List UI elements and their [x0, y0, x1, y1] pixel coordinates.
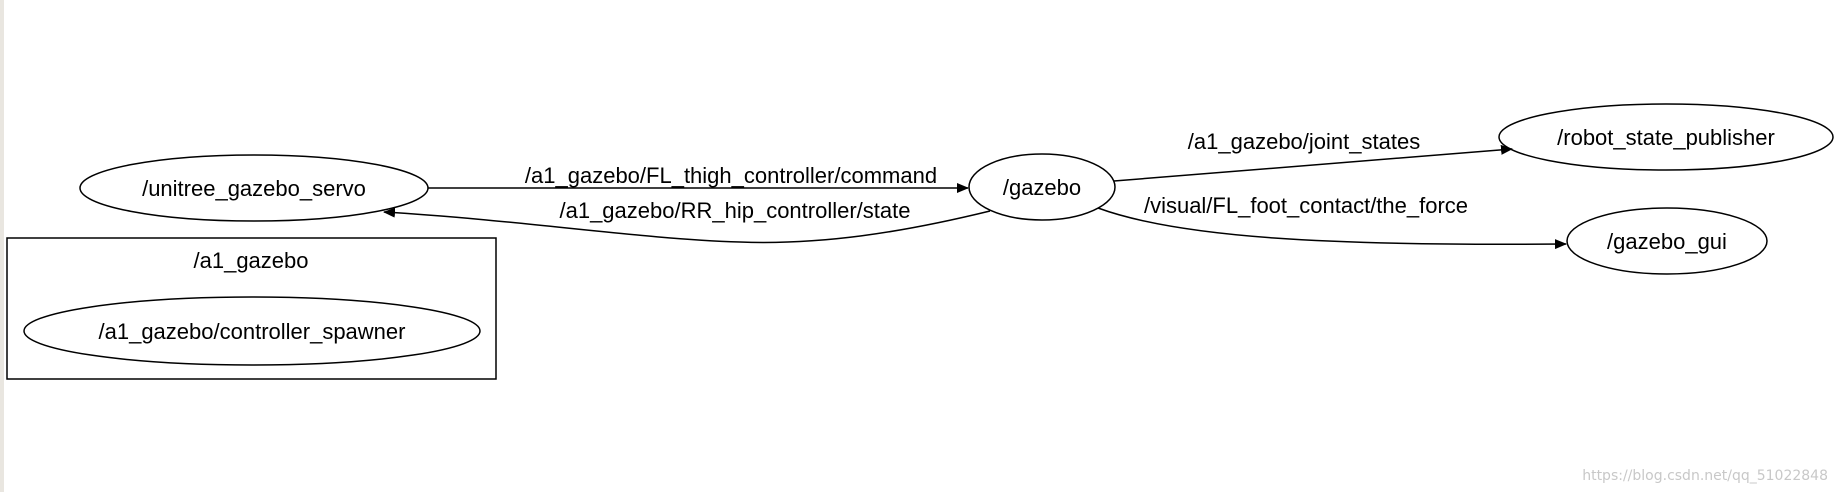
edge-foot-contact-force[interactable]: /visual/FL_foot_contact/the_force	[1097, 193, 1567, 250]
node-unitree-gazebo-servo[interactable]: /unitree_gazebo_servo	[79, 154, 429, 222]
edge-rr-hip-state[interactable]: /a1_gazebo/RR_hip_controller/state	[383, 198, 991, 244]
edge-joint-states-label: /a1_gazebo/joint_states	[1188, 129, 1420, 154]
node-controller-spawner-label: /a1_gazebo/controller_spawner	[99, 319, 406, 344]
node-gazebo-gui[interactable]: /gazebo_gui	[1566, 207, 1768, 275]
edge-fl-thigh-command[interactable]: /a1_gazebo/FL_thigh_controller/command	[428, 163, 969, 193]
watermark-text: https://blog.csdn.net/qq_51022848	[1582, 468, 1828, 484]
node-gazebo[interactable]: /gazebo	[968, 153, 1116, 221]
edge-rr-hip-state-label: /a1_gazebo/RR_hip_controller/state	[559, 198, 910, 223]
node-gazebo-ellipse	[968, 153, 1116, 221]
edge-foot-contact-force-label: /visual/FL_foot_contact/the_force	[1144, 193, 1468, 218]
edge-rr-hip-state-line	[383, 207, 991, 244]
node-robot-state-publisher-ellipse	[1498, 103, 1834, 171]
edge-joint-states[interactable]: /a1_gazebo/joint_states	[1113, 129, 1513, 182]
edge-joint-states-line	[1113, 144, 1513, 182]
node-controller-spawner[interactable]: /a1_gazebo/controller_spawner	[23, 296, 481, 366]
left-window-edge	[0, 0, 4, 492]
cluster-a1-gazebo-box	[6, 237, 497, 380]
node-robot-state-publisher-label: /robot_state_publisher	[1557, 125, 1775, 150]
node-unitree-gazebo-servo-label: /unitree_gazebo_servo	[142, 176, 366, 201]
node-gazebo-gui-label: /gazebo_gui	[1607, 229, 1727, 254]
node-gazebo-label: /gazebo	[1003, 175, 1081, 200]
node-gazebo-gui-ellipse	[1566, 207, 1768, 275]
cluster-a1-gazebo-label: /a1_gazebo	[194, 248, 309, 273]
node-robot-state-publisher[interactable]: /robot_state_publisher	[1498, 103, 1834, 171]
node-controller-spawner-ellipse	[23, 296, 481, 366]
cluster-a1-gazebo[interactable]: /a1_gazebo	[6, 237, 497, 380]
edge-fl-thigh-command-label: /a1_gazebo/FL_thigh_controller/command	[525, 163, 937, 188]
edge-foot-contact-force-line	[1097, 207, 1567, 250]
